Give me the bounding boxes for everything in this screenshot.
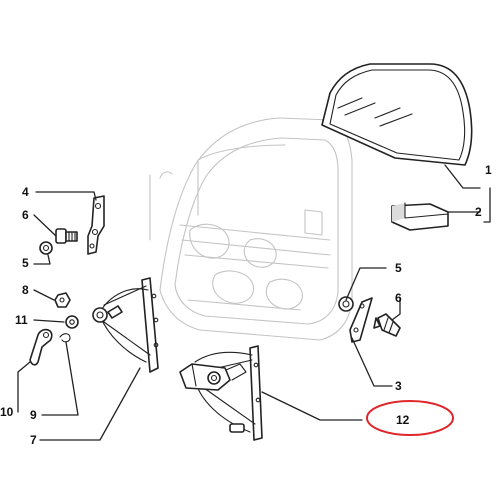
spring-clip-part[interactable] — [59, 333, 71, 343]
left-bolt-part[interactable] — [55, 228, 78, 244]
leader-6-right — [391, 297, 401, 321]
right-bolt-part[interactable] — [373, 313, 401, 337]
leader-10 — [17, 361, 31, 413]
leader-5-left — [33, 254, 51, 265]
callout-12: 12 — [396, 413, 410, 427]
callout-labels: 1 2 3 4 5 5 6 6 7 8 9 10 11 12 — [0, 163, 492, 447]
callout-6-right: 6 — [395, 291, 402, 305]
leader-lines — [17, 164, 481, 441]
callout-10: 10 — [0, 405, 14, 419]
callout-7: 7 — [30, 433, 37, 447]
callout-8: 8 — [22, 283, 29, 297]
leader-6-left — [33, 214, 57, 237]
callout-11: 11 — [15, 313, 28, 327]
callout-9: 9 — [30, 408, 37, 422]
pivot-washer-part[interactable] — [65, 315, 79, 329]
right-bracket-part[interactable] — [349, 297, 373, 343]
leader-11 — [33, 319, 65, 323]
callout-4: 4 — [22, 185, 29, 199]
callout-3: 3 — [395, 379, 402, 393]
callout-1: 1 — [485, 163, 492, 177]
left-bracket-part[interactable] — [87, 195, 105, 255]
callout-5-left: 5 — [22, 256, 29, 270]
callout-5-right: 5 — [395, 261, 402, 275]
group-bracket-1-2 — [483, 187, 491, 223]
leader-8 — [33, 289, 55, 301]
leader-9 — [41, 341, 79, 416]
glass-channel-part[interactable] — [391, 202, 449, 231]
leader-12 — [261, 391, 363, 421]
leader-4 — [35, 191, 97, 201]
right-nut-part[interactable] — [338, 296, 354, 312]
highlight-ellipse — [366, 400, 454, 436]
small-nut-part[interactable] — [54, 292, 71, 308]
leader-1 — [444, 164, 481, 189]
crank-handle-part[interactable] — [29, 328, 53, 366]
callout-6-left: 6 — [22, 208, 29, 222]
leader-5-right — [345, 267, 387, 301]
leader-7 — [39, 367, 141, 441]
door-frame-outline — [149, 117, 353, 341]
door-glass-part[interactable] — [321, 63, 473, 166]
manual-regulator-part[interactable] — [92, 277, 159, 373]
callout-2: 2 — [475, 205, 482, 219]
electric-regulator-part[interactable] — [179, 345, 263, 441]
left-nut-part[interactable] — [39, 241, 53, 255]
leader-3 — [351, 337, 393, 387]
